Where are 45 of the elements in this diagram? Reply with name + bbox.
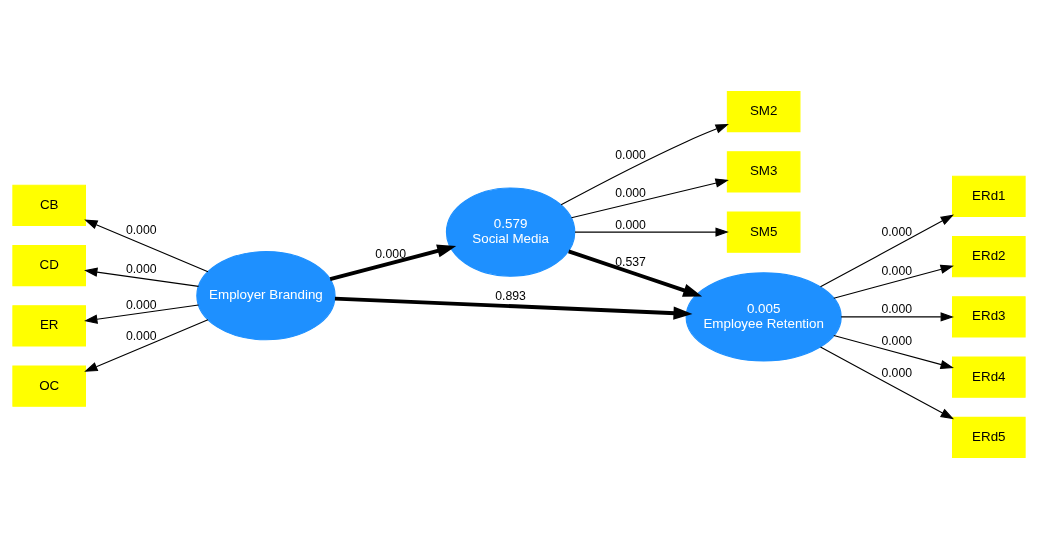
arrow xyxy=(570,178,729,219)
arrow xyxy=(84,219,209,273)
node-box: SM5 xyxy=(726,211,801,253)
arrow xyxy=(819,346,955,420)
node-box: ERd2 xyxy=(952,236,1026,278)
arrow xyxy=(84,304,200,324)
edge-label: 0.000 xyxy=(125,329,157,344)
node-box: ERd1 xyxy=(952,175,1026,217)
arrow xyxy=(819,214,955,288)
edge-label: 0.000 xyxy=(881,333,913,348)
arrow xyxy=(833,335,954,370)
edge-label: 0.000 xyxy=(125,223,157,238)
arrow xyxy=(329,244,457,282)
edge-label: 0.000 xyxy=(881,365,913,380)
arrow xyxy=(560,124,729,206)
node-box: ERd3 xyxy=(952,296,1026,338)
edge-label: 0.000 xyxy=(615,186,646,201)
node-box: ER xyxy=(12,305,86,347)
arrow xyxy=(833,264,954,299)
edge-label: 0.537 xyxy=(615,255,646,270)
edge-label: 0.893 xyxy=(495,288,526,303)
node-box: CD xyxy=(12,244,86,287)
edge-label: 0.000 xyxy=(125,297,157,312)
arrow xyxy=(84,319,209,372)
arrow xyxy=(840,312,954,322)
edge-label: 0.000 xyxy=(615,217,646,232)
edge-label: 0.000 xyxy=(125,262,157,277)
arrow xyxy=(334,296,693,320)
node-ellipse: 0.005 Employee Retention xyxy=(685,272,842,362)
node-box: ERd5 xyxy=(952,416,1026,459)
arrow xyxy=(568,249,703,297)
edge-label: 0.000 xyxy=(615,148,646,163)
edge-label: 0.000 xyxy=(881,225,913,240)
node-ellipse: 0.579 Social Media xyxy=(445,187,576,277)
node-box: OC xyxy=(12,365,86,407)
node-box: ERd4 xyxy=(952,356,1026,398)
node-box: SM3 xyxy=(726,151,801,193)
node-box: CB xyxy=(12,184,86,226)
arrow xyxy=(84,267,200,287)
edge-label: 0.000 xyxy=(375,246,406,261)
node-ellipse: Employer Branding xyxy=(196,251,336,341)
edge-label: 0.000 xyxy=(881,264,913,279)
edge-label: 0.000 xyxy=(881,302,913,317)
node-box: SM2 xyxy=(726,90,801,133)
arrow xyxy=(574,227,729,237)
